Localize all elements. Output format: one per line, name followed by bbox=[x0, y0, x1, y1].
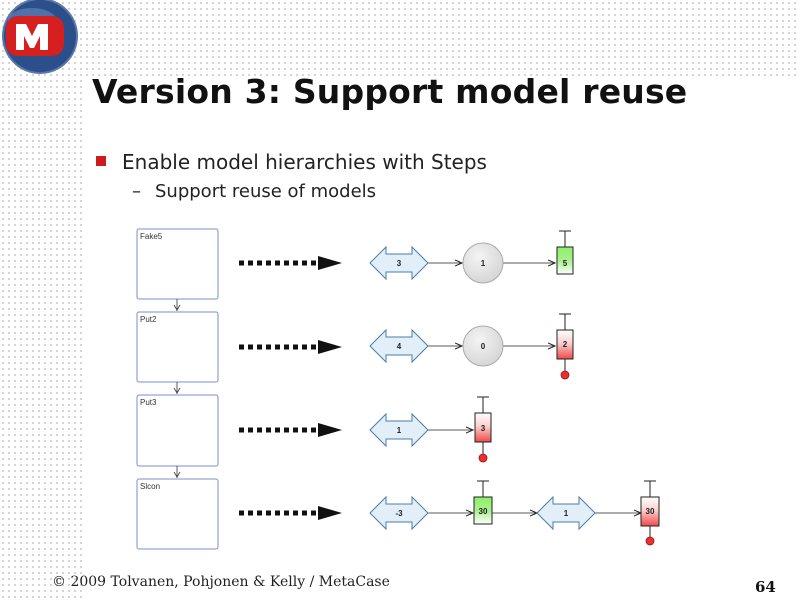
double-arrow-node[interactable]: 3 bbox=[369, 245, 429, 281]
slide-title: Version 3: Support model reuse bbox=[92, 72, 688, 111]
dotted-arrow bbox=[239, 256, 342, 270]
dotted-arrow bbox=[239, 506, 342, 520]
dotted-arrow bbox=[239, 423, 342, 437]
bullet-level2: –Support reuse of models bbox=[132, 181, 376, 202]
end-dot bbox=[560, 370, 570, 380]
bullet-level2-text: Support reuse of models bbox=[155, 181, 377, 202]
node-value: -3 bbox=[395, 509, 403, 518]
step-connector bbox=[173, 466, 181, 478]
step-label: Fake5 bbox=[140, 232, 163, 241]
node-value: 1 bbox=[397, 426, 402, 435]
step-box[interactable]: Put2 bbox=[136, 311, 219, 383]
step-connector bbox=[173, 382, 181, 394]
model-row-2: 4 0 2 bbox=[369, 313, 574, 380]
node-value: 0 bbox=[481, 342, 486, 351]
step-box[interactable]: Slcon bbox=[136, 478, 219, 550]
step-label: Put3 bbox=[140, 398, 157, 407]
dotted-arrow bbox=[239, 340, 342, 354]
stack-box-node[interactable]: 2 bbox=[556, 313, 574, 380]
node-value: 1 bbox=[564, 509, 569, 518]
node-value: 4 bbox=[397, 342, 402, 351]
double-arrow-node[interactable]: 4 bbox=[369, 328, 429, 364]
dotted-background-top bbox=[0, 0, 800, 78]
model-row-1: 3 1 5 bbox=[369, 230, 574, 284]
step-box[interactable]: Put3 bbox=[136, 394, 219, 467]
stack-box-node[interactable]: 30 bbox=[473, 480, 493, 525]
step-label: Put2 bbox=[140, 315, 157, 324]
step-label: Slcon bbox=[140, 482, 160, 491]
end-dot bbox=[478, 453, 488, 463]
dash-icon: – bbox=[132, 181, 141, 202]
double-arrow-node[interactable]: 1 bbox=[536, 495, 596, 531]
page-number: 64 bbox=[755, 578, 776, 596]
node-value: 30 bbox=[479, 507, 488, 516]
node-value: 3 bbox=[481, 424, 486, 433]
node-value: 5 bbox=[563, 259, 568, 268]
step-connector bbox=[173, 299, 181, 311]
stack-box-node[interactable]: 3 bbox=[474, 396, 492, 463]
double-arrow-node[interactable]: -3 bbox=[369, 495, 429, 531]
stack-box-node[interactable]: 5 bbox=[556, 230, 574, 275]
metacase-logo bbox=[2, 0, 78, 74]
node-value: 2 bbox=[563, 340, 568, 349]
bullet-level1-text: Enable model hierarchies with Steps bbox=[122, 150, 487, 174]
node-value: 3 bbox=[397, 259, 402, 268]
footer-copyright: © 2009 Tolvanen, Pohjonen & Kelly / Meta… bbox=[52, 574, 390, 590]
node-value: 1 bbox=[481, 259, 486, 268]
dotted-background-left bbox=[0, 78, 82, 600]
circle-node[interactable]: 0 bbox=[462, 325, 504, 367]
node-value: 30 bbox=[646, 507, 655, 516]
model-row-4: -3 30 1 30 bbox=[369, 480, 660, 546]
model-row-3: 1 3 bbox=[369, 396, 492, 463]
bullet-level1: Enable model hierarchies with Steps bbox=[96, 150, 487, 174]
step-box[interactable]: Fake5 bbox=[136, 228, 219, 300]
end-dot bbox=[645, 536, 655, 546]
double-arrow-node[interactable]: 1 bbox=[369, 412, 429, 448]
circle-node[interactable]: 1 bbox=[462, 242, 504, 284]
stack-box-node[interactable]: 30 bbox=[640, 480, 660, 546]
bullet-square-icon bbox=[96, 156, 106, 166]
